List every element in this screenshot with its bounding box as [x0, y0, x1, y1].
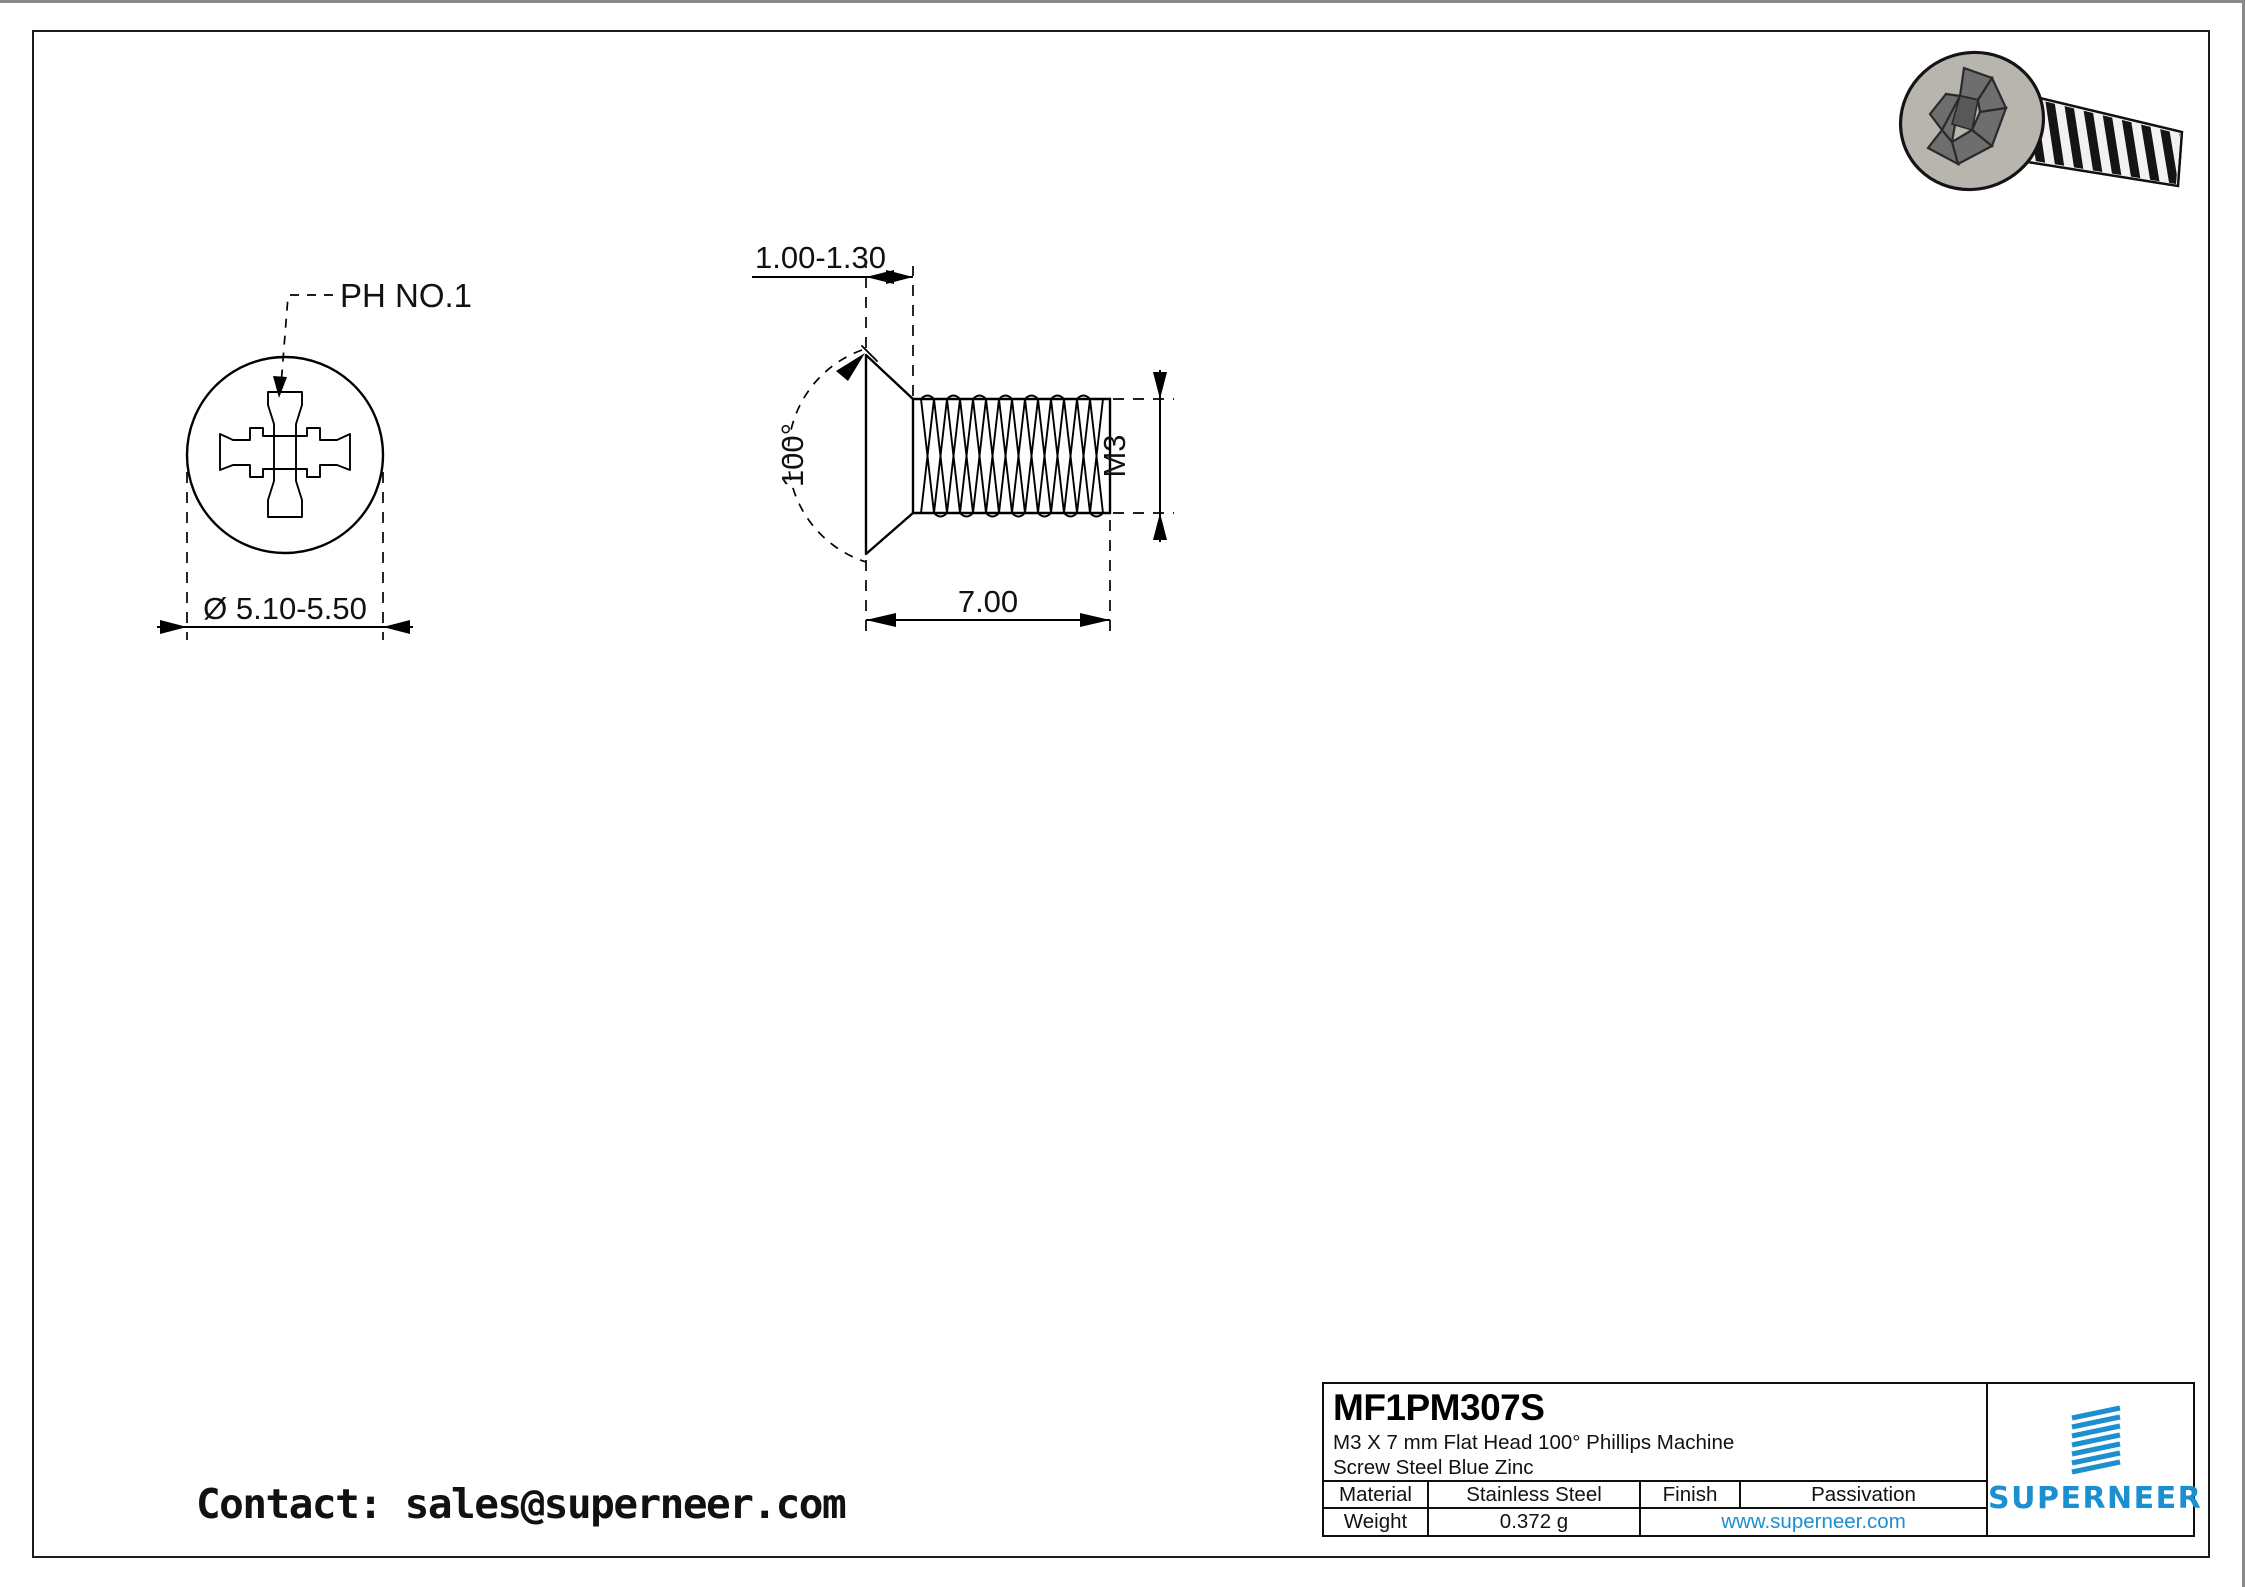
phillips-recess-shape	[219, 391, 351, 518]
page-edge-top	[0, 0, 2245, 3]
m3-arrow-top	[1153, 372, 1167, 399]
website-link[interactable]: www.superneer.com	[1721, 1509, 1906, 1533]
angle-arc	[787, 349, 867, 563]
part-description-line-1: M3 X 7 mm Flat Head 100° Phillips Machin…	[1333, 1431, 1735, 1455]
phillips-recess-3d	[1926, 66, 2008, 167]
screw-head	[1898, 50, 2046, 192]
ph-callout-arrowhead	[273, 376, 287, 398]
head-angle-label: 100°	[775, 423, 810, 487]
material-value: Stainless Steel	[1429, 1482, 1641, 1507]
angle-arrowhead	[836, 353, 865, 381]
title-block-description-area: MF1PM307S M3 X 7 mm Flat Head 100° Phill…	[1324, 1384, 1986, 1483]
diameter-dimension-label: Ø 5.10-5.50	[203, 591, 367, 626]
brand-area: SUPERNEER	[1988, 1384, 2202, 1535]
length-dimension-label: 7.00	[958, 584, 1018, 619]
title-block: MF1PM307S M3 X 7 mm Flat Head 100° Phill…	[1322, 1382, 2201, 1537]
material-label: Material	[1324, 1482, 1429, 1507]
weight-label: Weight	[1324, 1508, 1429, 1535]
brand-name: SUPERNEER	[1988, 1480, 2203, 1516]
page-edge-right	[2242, 0, 2245, 1587]
hh-arrow-right	[886, 270, 913, 284]
finish-value: Passivation	[1811, 1482, 1916, 1506]
part-description-line-2: Screw Steel Blue Zinc	[1333, 1456, 1534, 1480]
length-arrow-left	[866, 613, 896, 627]
weight-value: 0.372 g	[1429, 1508, 1641, 1535]
m3-arrow-bottom	[1153, 513, 1167, 540]
thread-profile	[911, 394, 1112, 518]
ph-callout-label: PH NO.1	[340, 277, 472, 314]
thread-size-label: M3	[1097, 434, 1132, 477]
finish-label: Finish	[1641, 1482, 1741, 1507]
part-number: MF1PM307S	[1333, 1387, 1545, 1428]
weight-row: Weight 0.372 g www.superneer.com	[1324, 1508, 1986, 1535]
screw-3d-illustration	[1898, 50, 2184, 192]
title-block-left: MF1PM307S M3 X 7 mm Flat Head 100° Phill…	[1324, 1384, 1988, 1535]
contact-email-text: Contact: sales@superneer.com	[196, 1480, 847, 1528]
material-row: Material Stainless Steel Finish Passivat…	[1324, 1482, 1986, 1509]
drawing-frame-border	[32, 30, 2210, 1558]
length-arrow-right	[1080, 613, 1110, 627]
head-height-dimension-label: 1.00-1.30	[755, 240, 886, 275]
diameter-arrow-left	[160, 620, 187, 634]
head-circle	[185, 355, 385, 555]
superneer-logo-icon	[2071, 1404, 2121, 1475]
head-profile	[864, 353, 915, 556]
phillips-recess-3d-inner	[1951, 95, 1979, 132]
top-view-group	[157, 294, 413, 640]
ph-callout-leader	[280, 294, 333, 386]
part-description: M3 X 7 mm Flat Head 100° Phillips Machin…	[1333, 1430, 1986, 1480]
diameter-arrow-right	[383, 620, 410, 634]
side-view-group	[752, 266, 1174, 634]
